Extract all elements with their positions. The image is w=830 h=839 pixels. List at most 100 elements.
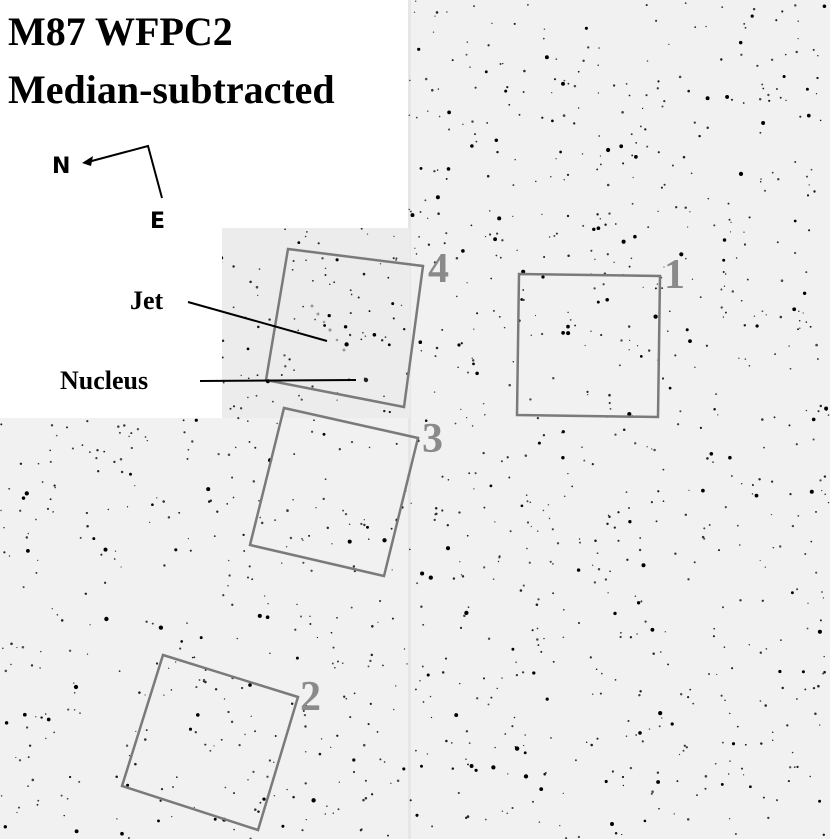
star-point	[144, 436, 147, 438]
star-point	[369, 659, 372, 663]
star-point	[474, 133, 476, 136]
star-point	[587, 393, 589, 396]
star-point	[628, 507, 630, 509]
star-point	[15, 756, 17, 759]
star-point	[748, 216, 751, 219]
star-point	[577, 107, 580, 109]
star-point	[27, 785, 30, 788]
star-point	[612, 84, 616, 87]
star-point	[297, 241, 301, 245]
star-point	[537, 644, 540, 647]
star-point	[650, 501, 653, 504]
star-point	[441, 328, 444, 331]
star-point	[717, 414, 719, 416]
star-point	[577, 70, 580, 73]
star-point	[531, 800, 535, 803]
star-point	[567, 254, 570, 257]
star-point	[561, 432, 563, 434]
star-point	[504, 89, 508, 93]
star-point	[573, 84, 577, 88]
star-point	[684, 2, 687, 4]
star-point	[506, 812, 509, 815]
star-point	[645, 94, 648, 97]
star-point	[562, 636, 565, 639]
star-point	[735, 257, 738, 259]
star-point	[687, 89, 690, 93]
star-point	[705, 344, 709, 347]
star-point	[550, 176, 552, 178]
star-point	[232, 306, 235, 309]
star-point	[55, 434, 58, 437]
star-point	[257, 613, 262, 618]
star-point	[473, 328, 475, 330]
star-point	[213, 745, 215, 747]
star-point	[467, 606, 470, 609]
star-point	[85, 511, 89, 515]
star-point	[638, 731, 642, 735]
star-point	[738, 40, 743, 45]
star-point	[617, 539, 620, 542]
star-point	[688, 339, 692, 343]
star-point	[326, 526, 330, 530]
star-point	[602, 283, 605, 286]
star-point	[775, 799, 779, 802]
star-point	[49, 449, 52, 452]
star-point	[514, 158, 516, 161]
star-point	[60, 619, 64, 622]
star-point	[622, 428, 626, 431]
star-point	[457, 343, 461, 347]
star-point	[92, 537, 96, 541]
star-point	[671, 164, 674, 167]
star-point	[49, 498, 52, 501]
star-point	[799, 327, 801, 329]
star-point	[583, 459, 586, 462]
star-point	[52, 510, 54, 513]
star-point	[713, 407, 716, 411]
star-point	[807, 602, 809, 604]
field-outline-4	[264, 247, 425, 409]
star-point	[274, 735, 277, 737]
star-point	[566, 173, 570, 177]
field-outline-2	[120, 653, 300, 832]
star-point	[418, 236, 420, 238]
star-point	[194, 731, 197, 734]
star-point	[584, 344, 586, 347]
star-point	[625, 83, 628, 85]
star-point	[755, 324, 759, 328]
star-point	[656, 87, 659, 90]
star-point	[556, 542, 560, 545]
star-point	[701, 488, 705, 493]
star-point	[302, 561, 305, 564]
star-point	[682, 749, 685, 752]
star-point	[46, 507, 50, 510]
star-point	[798, 319, 801, 322]
star-point	[589, 656, 592, 659]
star-point	[658, 710, 663, 716]
star-point	[273, 761, 275, 763]
star-point	[722, 258, 726, 262]
star-point	[781, 686, 784, 690]
star-point	[760, 178, 762, 180]
star-point	[597, 64, 599, 66]
star-point	[743, 243, 747, 246]
star-point	[746, 278, 749, 281]
star-point	[821, 591, 823, 593]
star-point	[305, 818, 307, 821]
star-point	[97, 470, 100, 473]
star-point	[574, 324, 577, 327]
star-point	[523, 744, 525, 747]
star-point	[238, 743, 241, 747]
star-point	[463, 614, 466, 618]
star-point	[515, 673, 519, 677]
star-point	[696, 794, 698, 797]
star-point	[392, 317, 395, 320]
star-point	[376, 730, 379, 733]
star-point	[608, 212, 611, 215]
star-point	[707, 197, 710, 200]
star-point	[553, 234, 556, 237]
star-point	[434, 506, 438, 510]
star-point	[170, 689, 173, 691]
star-point	[409, 79, 411, 82]
star-point	[3, 551, 6, 554]
star-point	[748, 644, 751, 646]
